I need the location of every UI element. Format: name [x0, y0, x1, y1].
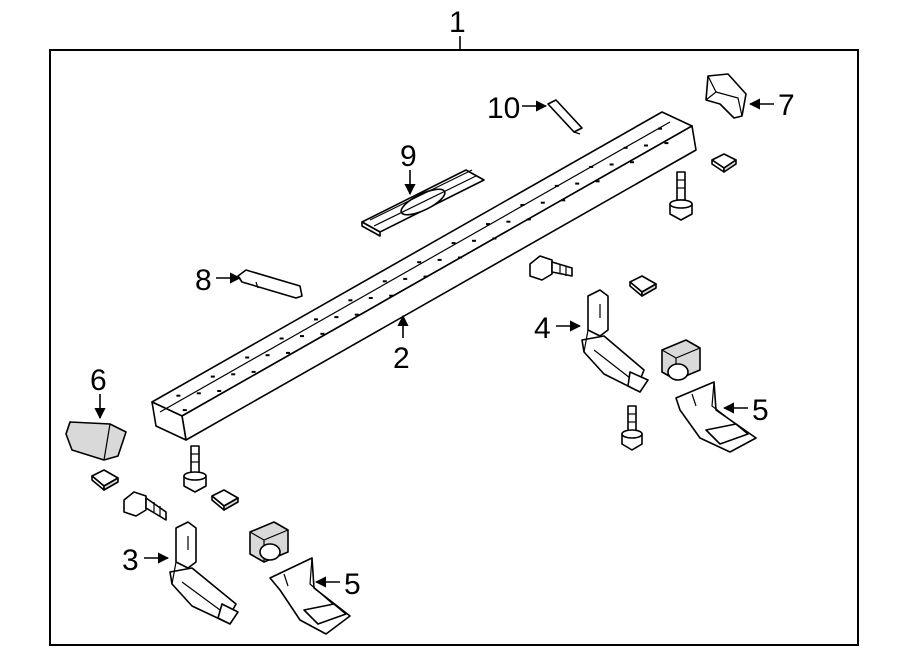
board-hole: [630, 161, 634, 164]
board-holes: [176, 127, 669, 412]
step-pad: [361, 169, 485, 237]
clip-nut: [91, 469, 119, 491]
callout-8: 8: [195, 264, 212, 297]
board-hole: [265, 354, 270, 357]
isolator-block: [661, 339, 701, 381]
board-hole: [458, 256, 462, 259]
callout-3: 3: [122, 544, 139, 577]
board-hole: [334, 316, 339, 319]
board-hole: [196, 392, 201, 395]
board-hole: [437, 258, 442, 261]
board-hole: [314, 318, 318, 321]
board-hole: [520, 204, 525, 206]
board-hole: [354, 313, 359, 316]
step-cover-left: [269, 557, 351, 635]
callout-5a: 5: [752, 394, 769, 427]
callout-1: 1: [449, 6, 466, 39]
board-hole: [300, 335, 304, 338]
board-hole: [540, 201, 545, 204]
clip-nut: [629, 275, 657, 297]
board-hole: [561, 199, 566, 202]
board-hole: [245, 356, 250, 359]
board-hole: [176, 394, 181, 397]
end-cap-front: [65, 421, 127, 461]
board-hole: [506, 220, 511, 223]
end-cap-small: [237, 269, 303, 299]
board-hole: [644, 144, 648, 147]
trim-strip: [547, 99, 583, 135]
board-hole: [182, 409, 187, 412]
callout-4: 4: [534, 312, 551, 345]
isolator-block: [249, 521, 289, 563]
board-hole: [417, 261, 422, 264]
board-hole: [486, 223, 490, 226]
callout-10: 10: [487, 92, 520, 125]
callout-7: 7: [778, 89, 795, 122]
board-hole: [623, 146, 628, 149]
board-hole: [664, 142, 669, 145]
board-hole: [575, 182, 580, 185]
board-hole: [279, 337, 284, 340]
diagram-frame: [49, 49, 859, 646]
end-cap-rear: [705, 73, 747, 119]
bolt: [529, 255, 573, 281]
step-cover-right: [675, 381, 757, 453]
callout-9: 9: [400, 140, 417, 173]
running-board: [151, 111, 697, 441]
bolt: [123, 491, 167, 521]
board-hole: [526, 218, 531, 221]
clip-nut: [711, 153, 737, 173]
board-hole: [423, 275, 428, 278]
board-hole: [389, 294, 394, 297]
bolt: [621, 405, 643, 451]
board-hole: [609, 163, 614, 166]
board-hole: [595, 180, 600, 183]
board-hole: [251, 370, 256, 373]
board-hole: [217, 390, 222, 392]
board-hole: [348, 299, 353, 302]
board-hole: [320, 332, 325, 335]
board-hole: [403, 277, 408, 280]
bolt: [669, 171, 693, 221]
bracket-front: [169, 521, 239, 625]
bolt: [183, 445, 207, 493]
board-hole: [554, 184, 559, 187]
board-hole: [492, 237, 497, 240]
board-hole: [368, 297, 373, 299]
board-hole: [231, 373, 236, 376]
board-hole: [658, 127, 662, 130]
board-hole: [286, 351, 290, 354]
board-hole: [382, 280, 387, 283]
callout-6: 6: [90, 364, 107, 397]
callout-5b: 5: [344, 568, 361, 601]
board-hole: [589, 165, 594, 168]
callout-2: 2: [393, 342, 410, 375]
clip-nut: [211, 489, 239, 511]
bracket-rear: [581, 289, 649, 393]
board-hole: [472, 239, 476, 242]
board-hole: [451, 242, 456, 245]
board-hole: [210, 375, 215, 378]
